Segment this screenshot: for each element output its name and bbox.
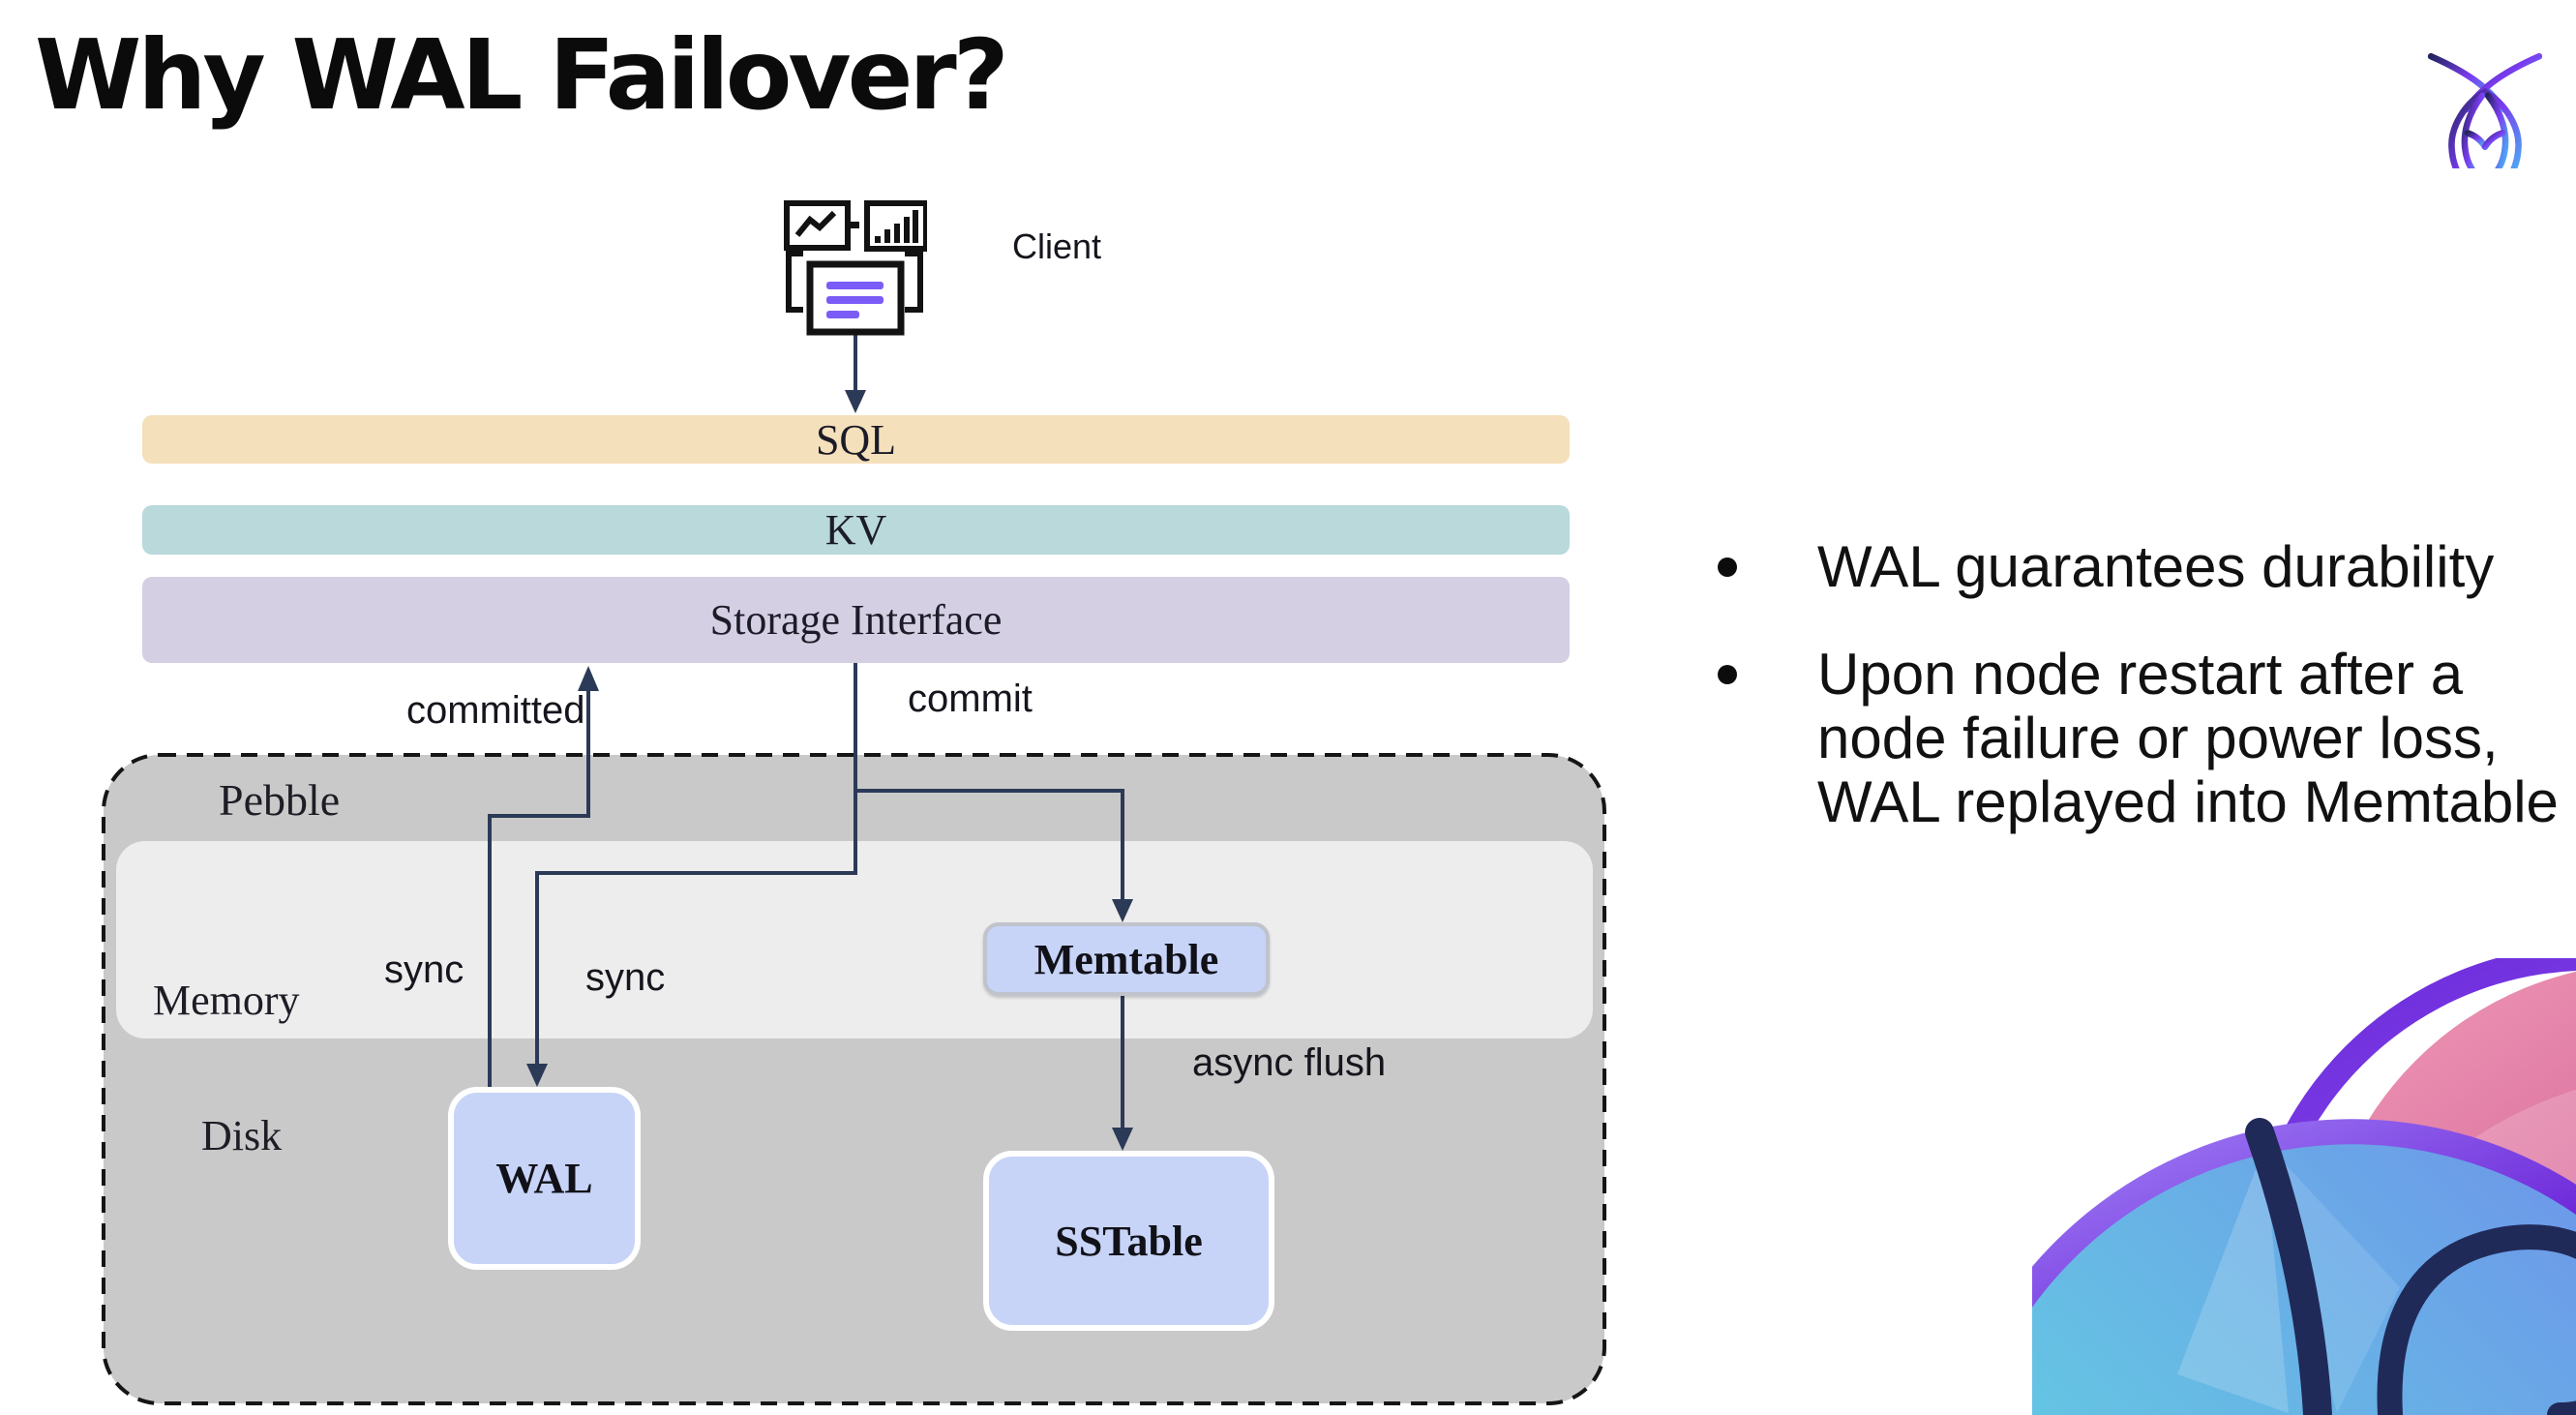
- brand-corner-art: [2032, 958, 2576, 1415]
- node-sstable-label: SSTable: [1055, 1217, 1203, 1265]
- bullet-line: WAL replayed into Memtable: [1817, 769, 2559, 834]
- logo-arm-left: [2464, 130, 2489, 150]
- disk-label: Disk: [201, 1112, 283, 1159]
- client-icon: [784, 200, 927, 336]
- layer-label-sql: SQL: [815, 415, 897, 464]
- layer-label-storage-interface: Storage Interface: [709, 596, 1003, 644]
- blue-light-sector: [2269, 1147, 2400, 1413]
- node-sstable: SSTable: [983, 1151, 1274, 1331]
- edge-label-commit: commit: [908, 677, 1033, 720]
- node-memtable-label: Memtable: [1033, 935, 1219, 983]
- layer-bar-sql: SQL: [142, 415, 1570, 464]
- bullet-line: node failure or power loss,: [1817, 706, 2499, 770]
- bullet-disc-icon: [1718, 557, 1737, 577]
- bullet-item: Upon node restart after a node failure o…: [1718, 643, 2559, 834]
- blue-light-sector: [2177, 1147, 2289, 1413]
- edge-label-sync-right: sync: [585, 956, 666, 999]
- edge-commit-arrow: [526, 663, 857, 1087]
- bullet-disc-icon: [1718, 665, 1737, 684]
- layer-label-kv: KV: [824, 506, 887, 554]
- node-memtable: Memtable: [983, 922, 1270, 996]
- layer-bar-storage-interface: Storage Interface: [142, 577, 1570, 663]
- edge-async-flush-arrow: [1112, 988, 1133, 1151]
- bar-chart-bars: [875, 210, 918, 243]
- logo-arm-right: [2481, 130, 2506, 150]
- node-wal: WAL: [448, 1087, 641, 1270]
- pebble-label: Pebble: [219, 775, 341, 825]
- edge-label-committed: committed: [406, 689, 585, 732]
- bracket-icons: [786, 251, 923, 313]
- edge-label-async-flush: async flush: [1192, 1041, 1387, 1084]
- edge-commit-to-memtable-arrow: [855, 789, 1133, 922]
- dash-glyph: [851, 222, 859, 228]
- cockroachdb-logo-icon: [2427, 52, 2543, 168]
- layer-bar-kv: KV: [142, 505, 1570, 555]
- navy-roach-curves: [2245, 1118, 2576, 1415]
- bullet-line: Upon node restart after a: [1817, 642, 2464, 707]
- memory-label: Memory: [153, 977, 300, 1024]
- bullet-item: WAL guarantees durability: [1718, 535, 2494, 599]
- document-text-lines: [826, 282, 884, 318]
- edge-client-to-sql: [845, 334, 866, 413]
- bullet-line: WAL guarantees durability: [1817, 534, 2495, 599]
- logo-inner-left: [2461, 92, 2486, 168]
- page-title: Why WAL Failover?: [35, 18, 1009, 132]
- logo-body: [2448, 87, 2522, 168]
- purple-arc-horizontal: [2032, 1119, 2576, 1308]
- logo-inner-right: [2484, 92, 2509, 168]
- node-wal-label: WAL: [495, 1155, 593, 1202]
- edge-committed-arrow: [488, 666, 599, 1087]
- edge-label-sync-left: sync: [384, 948, 464, 991]
- client-label: Client: [1012, 226, 1102, 266]
